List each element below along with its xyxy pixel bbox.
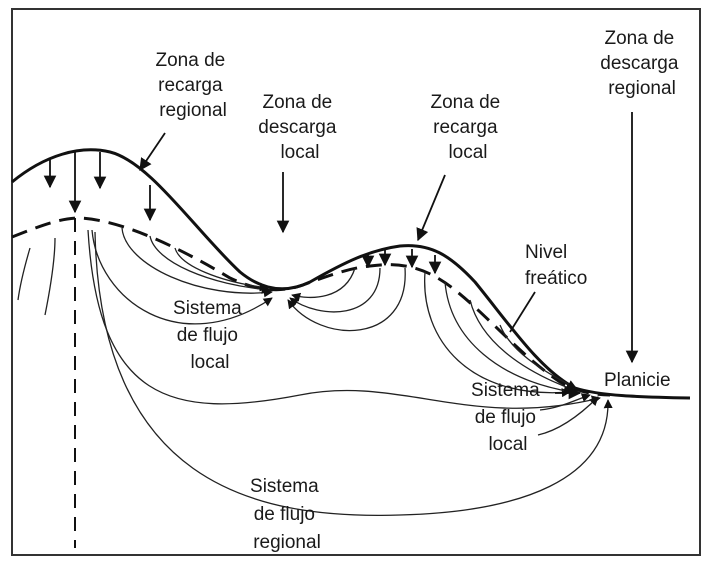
- label-sistema-flujo-regional: Sistema de flujo regional: [250, 476, 324, 553]
- local-flow-lines-1: [91, 227, 406, 332]
- label-zona-recarga-local: Zona de recarga local: [430, 92, 505, 163]
- regional-flow-lines: [87, 229, 613, 517]
- label-sistema-flujo-local-1: Sistema de flujo local: [173, 298, 247, 373]
- recharge-arrows-local: [361, 249, 442, 275]
- left-flow-stubs: [17, 237, 56, 316]
- ground-surface: [11, 148, 691, 400]
- label-zona-descarga-regional: Zona de descarga regional: [600, 28, 683, 99]
- label-zona-descarga-local: Zona de descarga local: [258, 92, 341, 163]
- water-table: [11, 216, 611, 397]
- label-zona-recarga-regional: Zona de recarga regional: [155, 50, 230, 121]
- diagram-frame: [11, 8, 701, 556]
- label-nivel-freatico: Nivel freático: [525, 242, 587, 289]
- recharge-arrows-regional: [43, 150, 157, 222]
- label-pointers: [139, 112, 639, 400]
- label-planicie: Planicie: [604, 370, 671, 391]
- label-sistema-flujo-local-2: Sistema de flujo local: [471, 380, 545, 455]
